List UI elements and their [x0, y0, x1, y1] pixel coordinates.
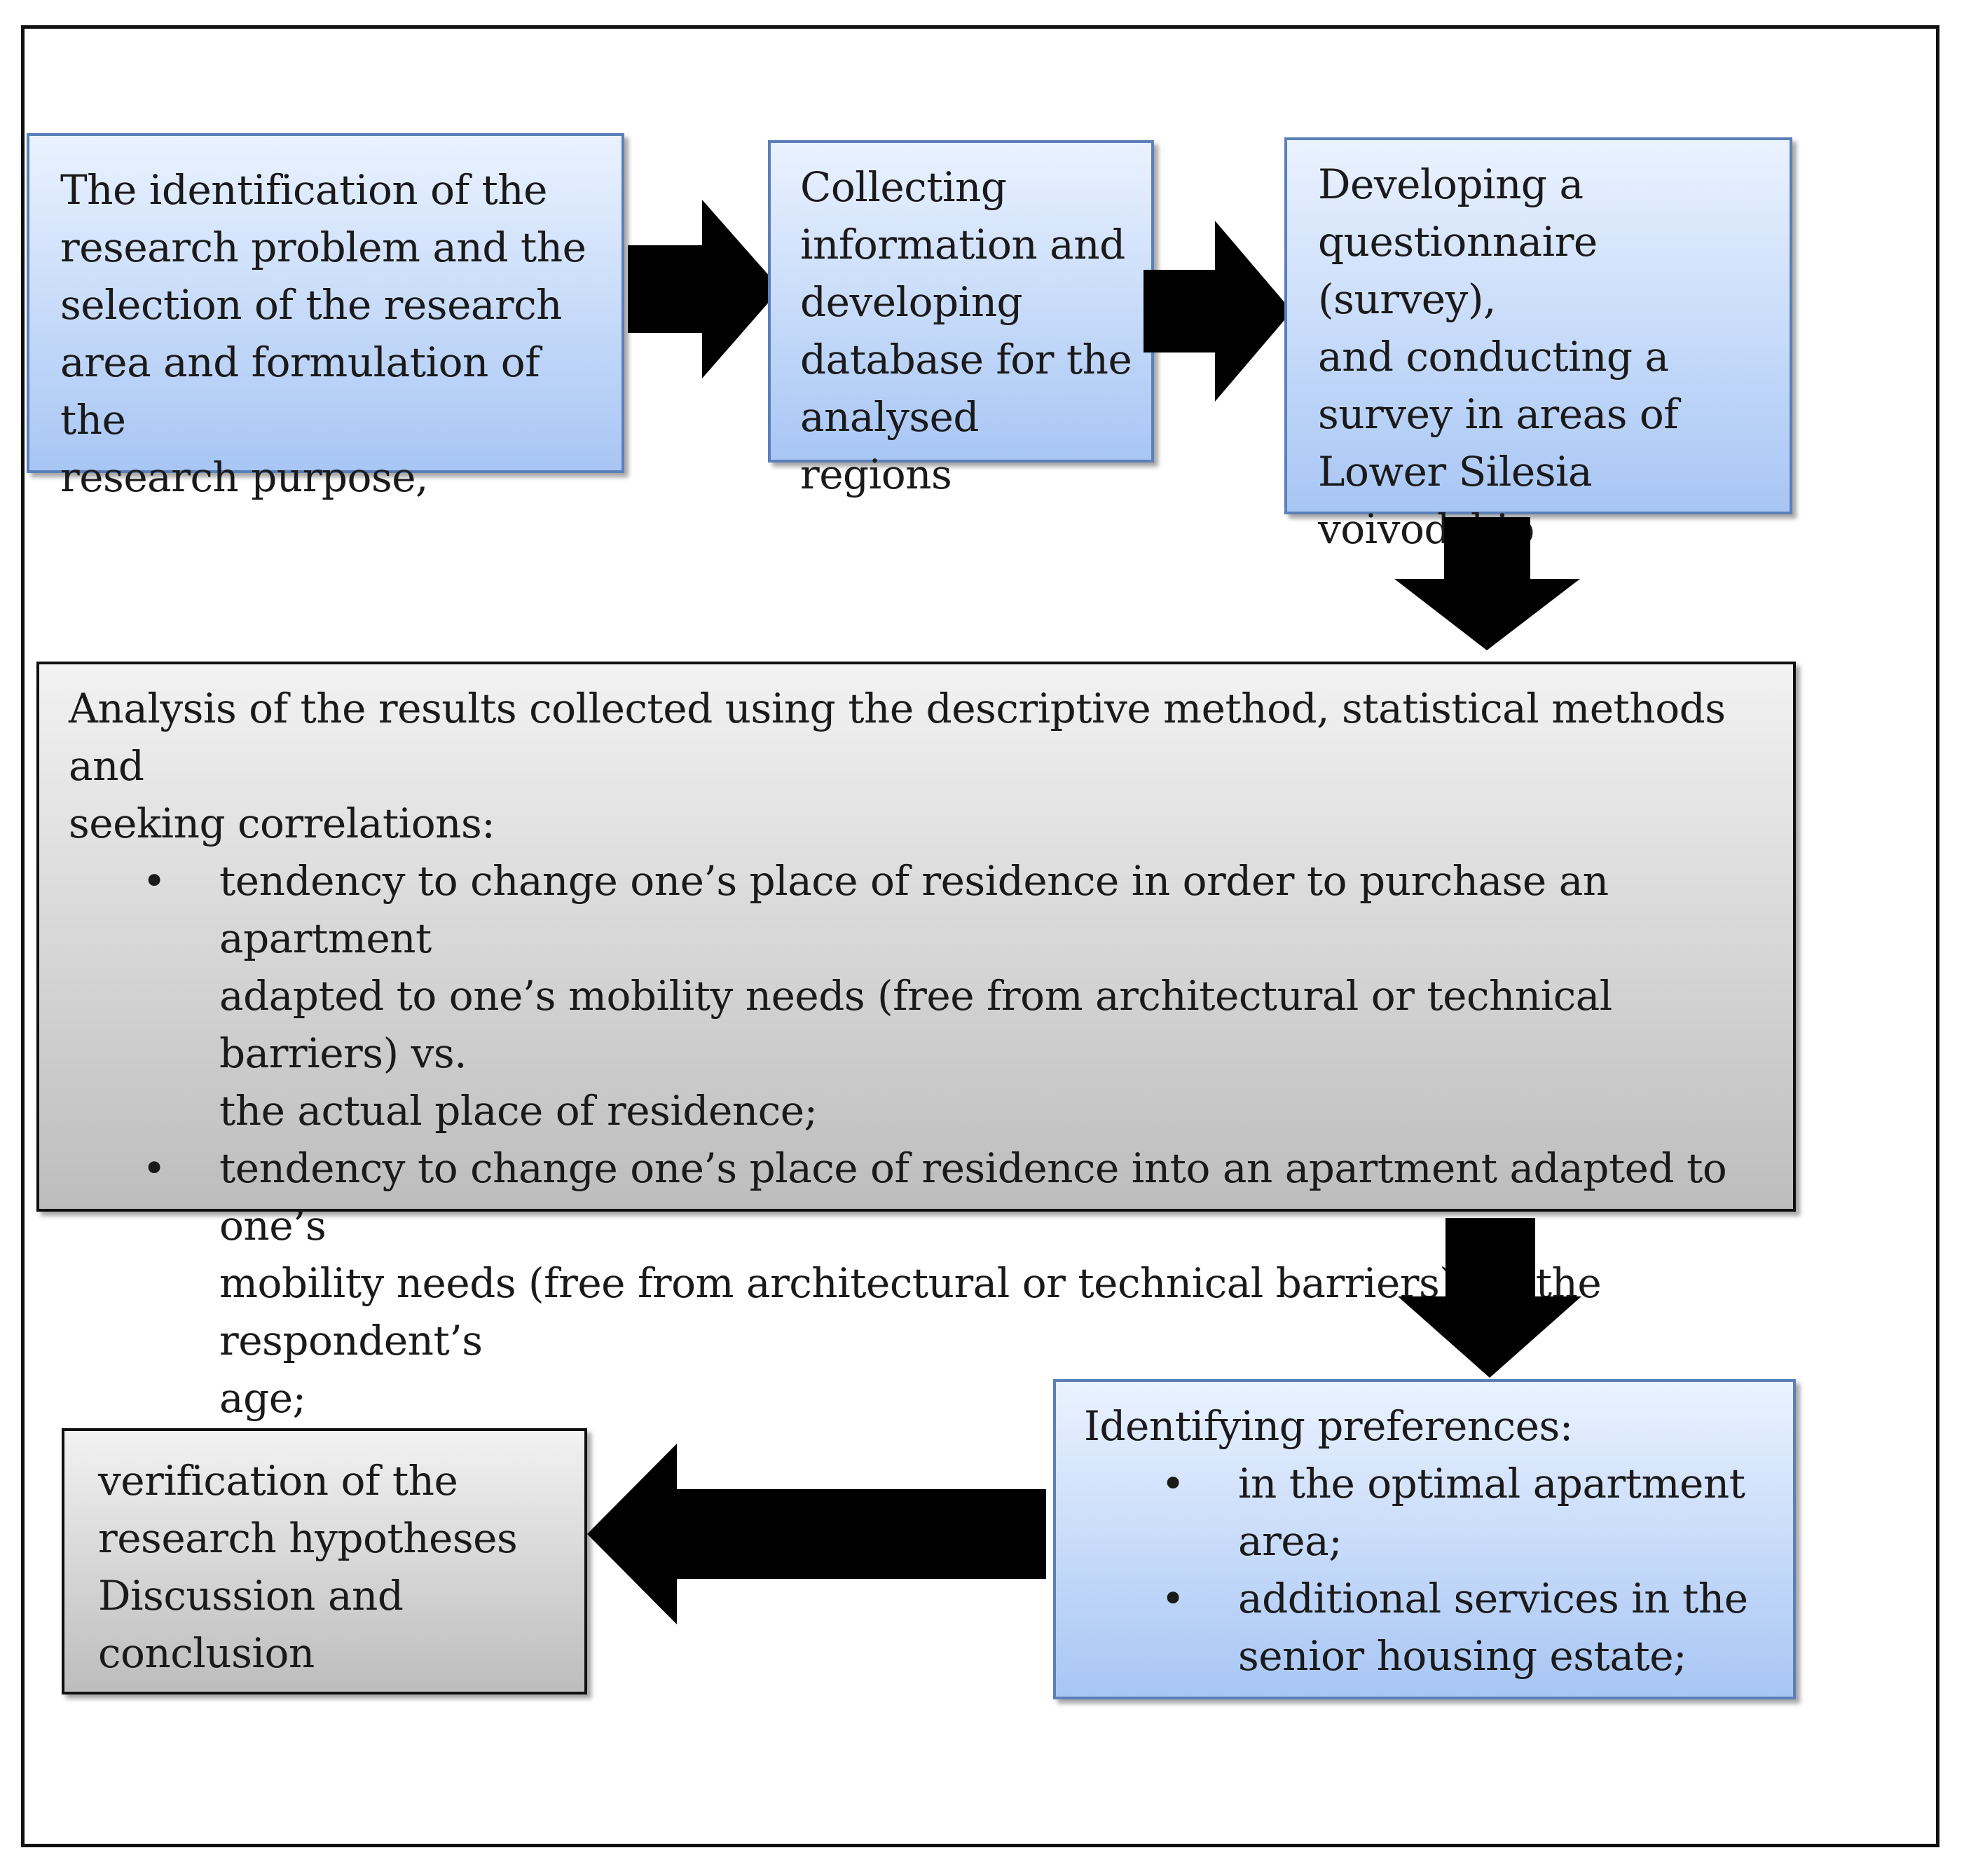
step-collecting-line: analysed regions [800, 393, 980, 498]
arrow-left-1 [587, 1444, 1046, 1624]
arrow-right-1 [628, 200, 781, 378]
bullet-line: area; [1238, 1517, 1342, 1565]
step-verification-box: verification of the research hypotheses … [62, 1428, 587, 1694]
step-questionnaire-box: Developing a questionnaire (survey), and… [1284, 137, 1792, 553]
step-verification-line: conclusion [98, 1629, 315, 1677]
bullet-line: senior housing estate; [1238, 1632, 1687, 1680]
step-questionnaire-line: Developing a [1318, 160, 1584, 208]
diagram-frame [21, 25, 1939, 1847]
step-analysis-bullet-list: tendency to change one’s place of reside… [69, 852, 1772, 1427]
step-verification-line: research hypotheses [98, 1514, 518, 1562]
step-analysis-intro-line: seeking correlations: [69, 800, 495, 847]
step-preferences-intro: Identifying preferences: [1084, 1402, 1573, 1450]
arrow-right-2 [1144, 221, 1292, 402]
bullet-line: tendency to change one’s place of reside… [219, 857, 1609, 962]
step-questionnaire-line: Lower Silesia [1318, 448, 1593, 495]
bullet-line: in the optimal apartment [1238, 1460, 1745, 1507]
step-questionnaire-line: survey in areas of [1318, 390, 1679, 438]
step-identification-line: The identification of the [60, 166, 547, 214]
step-questionnaire-line: questionnaire (survey), [1318, 218, 1598, 323]
bullet-line: tendency to change one’s place of reside… [219, 1144, 1727, 1249]
step-identification-line: research problem and the [60, 224, 586, 271]
arrow-down-1 [1394, 517, 1580, 650]
step-preferences-bullet: additional services in the senior housin… [1084, 1570, 1779, 1685]
step-collecting-line: developing [800, 278, 1023, 326]
step-verification-line: Discussion and [98, 1572, 404, 1620]
step-analysis-intro-line: Analysis of the results collected using … [69, 685, 1726, 790]
bullet-line: age; [219, 1374, 306, 1422]
step-preferences-box: Identifying preferences: in the optimal … [1053, 1379, 1796, 1699]
step-preferences-bullet: in the optimal apartment area; [1084, 1455, 1779, 1570]
step-collecting-line: information and [800, 221, 1125, 268]
step-identification-line: area and formulation of the [60, 338, 540, 444]
step-questionnaire-line: and conducting a [1318, 333, 1669, 381]
bullet-line: additional services in the [1238, 1575, 1748, 1622]
step-verification-line: verification of the [98, 1457, 458, 1505]
step-analysis-bullet: tendency to change one’s place of reside… [69, 1139, 1772, 1427]
step-identification-line: selection of the research [60, 281, 563, 329]
arrow-down-2 [1398, 1218, 1581, 1378]
bullet-line: mobility needs (free from architectural … [219, 1259, 1602, 1364]
step-analysis-box: Analysis of the results collected using … [36, 662, 1796, 1422]
step-collecting-line: Collecting [800, 163, 1007, 211]
step-identification-line: research purpose, [60, 453, 429, 501]
bullet-line: the actual place of residence; [219, 1087, 818, 1135]
step-preferences-bullet-list: in the optimal apartment area; additiona… [1084, 1455, 1779, 1685]
step-analysis-bullet: tendency to change one’s place of reside… [69, 852, 1772, 1139]
step-collecting-box: Collecting information and developing da… [768, 140, 1154, 498]
bullet-line: adapted to one’s mobility needs (free fr… [219, 972, 1612, 1077]
step-collecting-line: database for the [800, 336, 1132, 383]
step-identification-box: The identification of the research probl… [27, 133, 624, 501]
